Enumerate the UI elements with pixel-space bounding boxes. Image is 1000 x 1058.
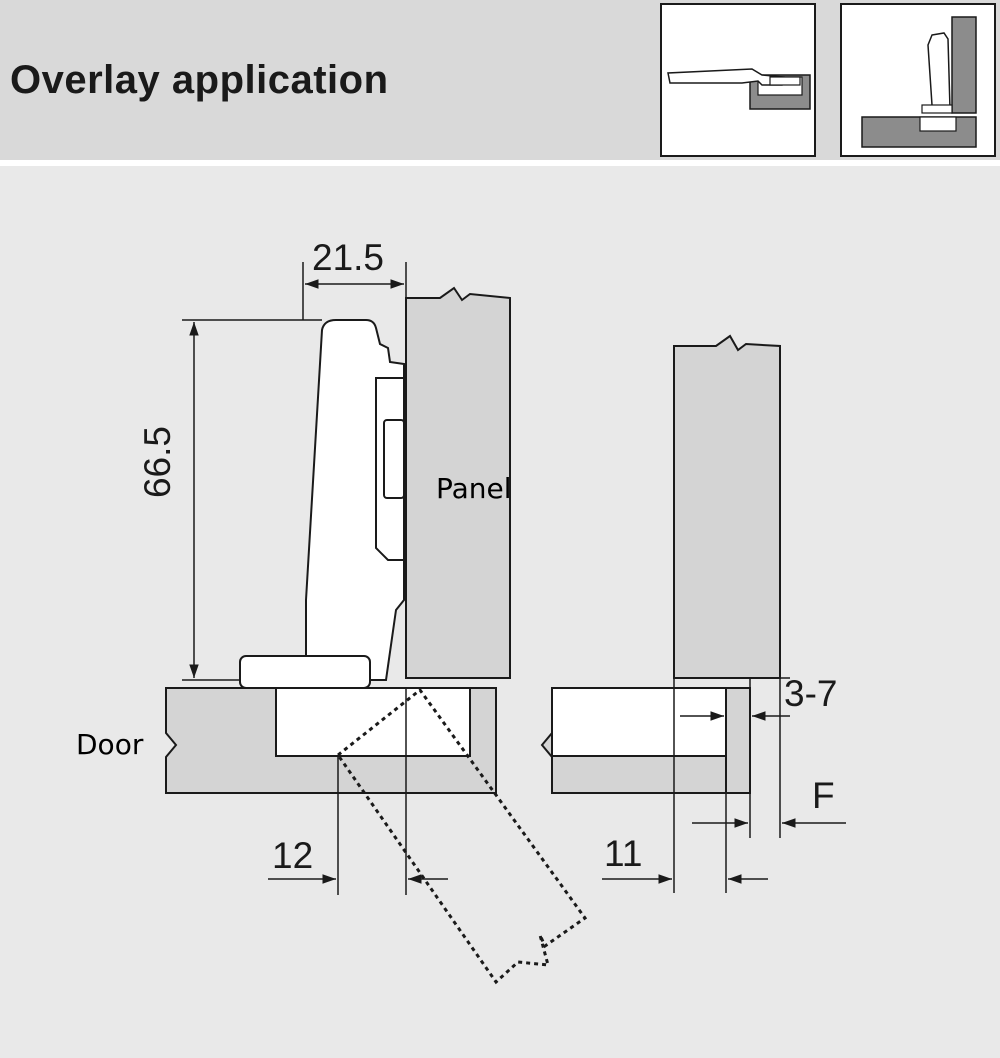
- dimension-label-hinge-height: 66.5: [137, 426, 178, 498]
- door-right-recess: [551, 687, 727, 757]
- dimension-label-hinge-width: 21.5: [312, 237, 384, 278]
- panel-label: Panel: [436, 472, 512, 505]
- panel-right-shape: [673, 334, 781, 679]
- dimension-label-f: F: [812, 775, 835, 816]
- cup-recess: [275, 687, 471, 757]
- hinge-open-thumbnail-icon: [667, 68, 811, 110]
- hinge-side-thumbnail-icon: [861, 16, 977, 148]
- opened-door-dotted-outline: [335, 687, 588, 985]
- page-title: Overlay application: [10, 58, 389, 102]
- dimension-label-overlay-range: 3-7: [784, 673, 837, 714]
- thumbnail-side-hinge[interactable]: [840, 3, 996, 157]
- hinge-slot: [383, 419, 405, 499]
- diagram-area: 21.5 66.5 12 Panel Door 3-7: [0, 166, 1000, 1058]
- hinge-cup-flange: [239, 655, 371, 689]
- header-bar: Overlay application: [0, 0, 1000, 160]
- dimension-label-edge-distance: 11: [604, 833, 642, 874]
- dimension-label-drill-distance: 12: [272, 835, 313, 876]
- hinge-diagram: 21.5 66.5 12 Panel Door 3-7: [76, 237, 846, 985]
- panel-left-shape: [405, 286, 511, 679]
- door-label: Door: [76, 728, 144, 761]
- thumbnail-open-hinge[interactable]: [660, 3, 816, 157]
